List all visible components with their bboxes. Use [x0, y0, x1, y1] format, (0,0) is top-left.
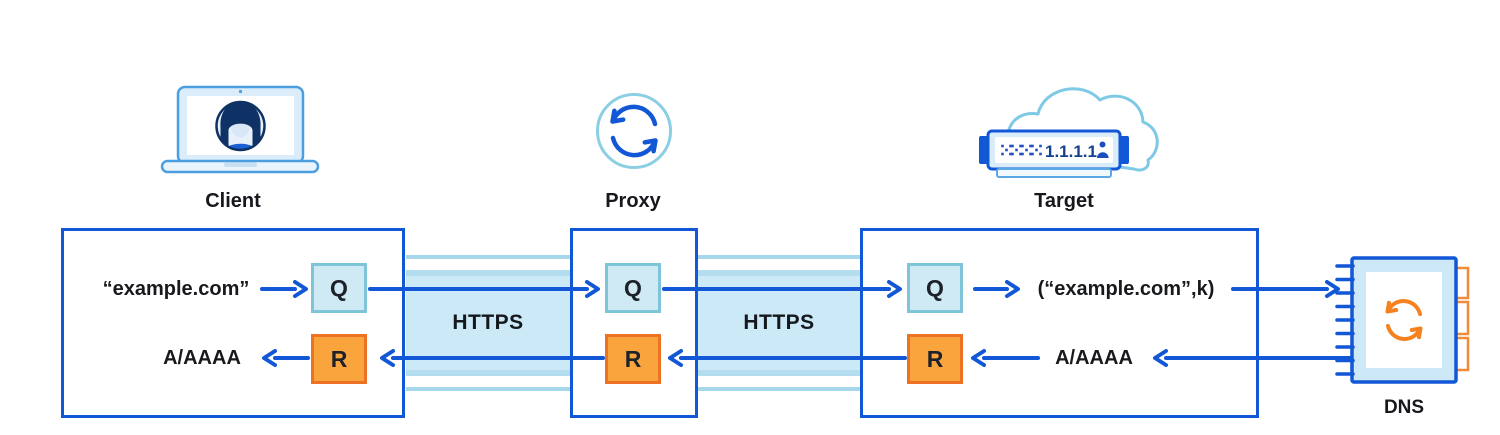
- avatar: [216, 102, 265, 150]
- server-dots: [1001, 144, 1042, 156]
- https-tunnel-strip-bottom-left: [406, 387, 570, 391]
- proxy-label: Proxy: [605, 190, 661, 212]
- proxy-box: [570, 228, 698, 418]
- client-label: Client: [205, 190, 261, 212]
- sync-icon: [596, 93, 672, 169]
- target-response-chip: R: [907, 334, 963, 384]
- book-tabs: [1446, 266, 1470, 372]
- server-ip: 1.1.1.1: [1045, 142, 1097, 161]
- proxy-response-chip: R: [605, 334, 661, 384]
- client-query-text: “example.com”: [102, 278, 250, 300]
- client-box: [61, 228, 405, 418]
- https-tunnel-strip-top-right: [698, 255, 860, 259]
- target-response-text: A/AAAA: [1055, 347, 1133, 369]
- client-response-chip: R: [311, 334, 367, 384]
- webcam-dot-icon: [238, 89, 243, 94]
- laptop-icon: [160, 85, 320, 174]
- proxy-query-chip: Q: [605, 263, 661, 313]
- spiral-binding: [1335, 264, 1355, 376]
- dns-sync-icon: [1385, 299, 1423, 341]
- client-response-text: A/AAAA: [163, 347, 241, 369]
- https-label-proxy-target: HTTPS: [743, 311, 815, 334]
- https-tunnel-strip-bottom-right: [698, 387, 860, 391]
- dns-label: DNS: [1383, 397, 1425, 418]
- target-query-text: (“example.com”,k): [1037, 278, 1215, 300]
- target-query-chip: Q: [907, 263, 963, 313]
- https-tunnel-strip-top-left: [406, 255, 570, 259]
- dns-book-icon: [1335, 256, 1470, 384]
- cloud-icon: [1006, 87, 1159, 172]
- person-icon: [1097, 141, 1109, 158]
- cloud-server-icon: 1.1.1.1: [979, 87, 1159, 178]
- target-label: Target: [1034, 190, 1094, 212]
- client-query-chip: Q: [311, 263, 367, 313]
- target-box: [860, 228, 1259, 418]
- https-label-client-proxy: HTTPS: [452, 311, 524, 334]
